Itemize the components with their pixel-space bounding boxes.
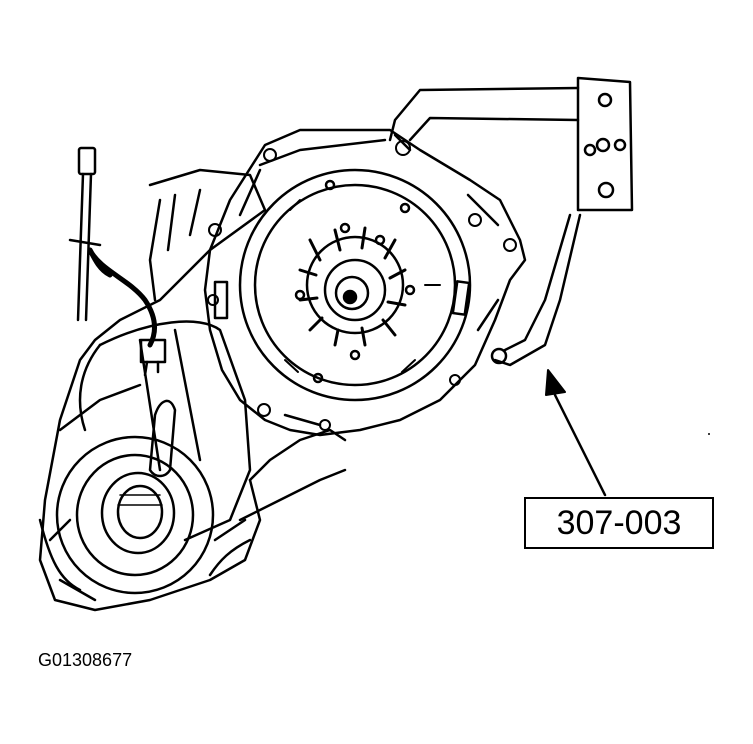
holding-fixture: [388, 76, 634, 367]
speck: [708, 433, 710, 435]
bolt-holes: [207, 140, 517, 431]
wire-harness: [87, 247, 167, 377]
extension-housing: [55, 320, 252, 595]
figure-id: G01308677: [38, 650, 133, 670]
transmission-case: [38, 168, 347, 612]
torque-converter: [284, 179, 441, 384]
tool-callout-label: 307-003: [524, 497, 714, 549]
shift-rod: [68, 146, 102, 322]
callout-arrow: [545, 369, 607, 497]
